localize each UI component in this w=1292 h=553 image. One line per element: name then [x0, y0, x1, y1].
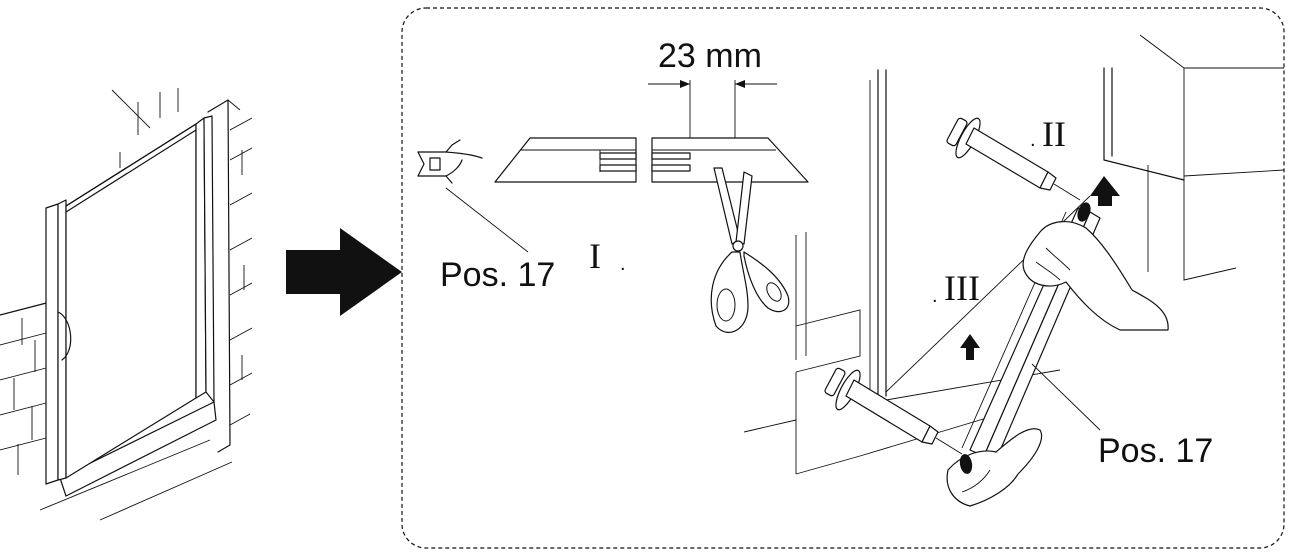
seal-strip-left [494, 137, 637, 183]
step-2-3-sealing: II . III . Pos. 17 [743, 34, 1285, 507]
arrow-up-icon-small [960, 334, 980, 360]
tiled-wall-back [111, 88, 179, 168]
pos-label-left: Pos. 17 [440, 256, 555, 294]
step-dot-1: . [620, 253, 626, 275]
step-dot-2: . [1030, 129, 1036, 151]
seal-strip-right [651, 137, 809, 183]
clip-part [417, 139, 483, 184]
arrow-right-icon [286, 228, 402, 316]
sealant-drop-upper [1077, 202, 1091, 222]
hand-lower [946, 428, 1043, 507]
silicone-gun-upper [946, 117, 1081, 201]
arrow-up-icon-large [1090, 176, 1120, 206]
pos-label-right: Pos. 17 [1098, 432, 1213, 470]
step-label-2: II [1042, 114, 1066, 154]
dimension-label: 23 mm [658, 37, 762, 75]
step-1-cutting: Pos. 17 I . 23 mm [417, 37, 809, 333]
leader-pos-right [1031, 363, 1101, 431]
leader-pos-left [445, 187, 529, 253]
shower-door-overview [0, 88, 253, 521]
scissors-icon [710, 167, 790, 333]
step-label-3: III [944, 268, 980, 308]
hand-upper [1022, 221, 1169, 331]
silicone-gun-lower [824, 367, 963, 455]
step-dot-3: . [932, 285, 938, 307]
shower-tray [39, 401, 233, 521]
door-handle [57, 311, 72, 361]
detail-frame [401, 7, 1285, 549]
step-label-1: I [589, 236, 601, 276]
shower-door [45, 115, 215, 485]
tiled-wall-right [207, 99, 253, 453]
sealant-drop-lower [959, 454, 973, 474]
